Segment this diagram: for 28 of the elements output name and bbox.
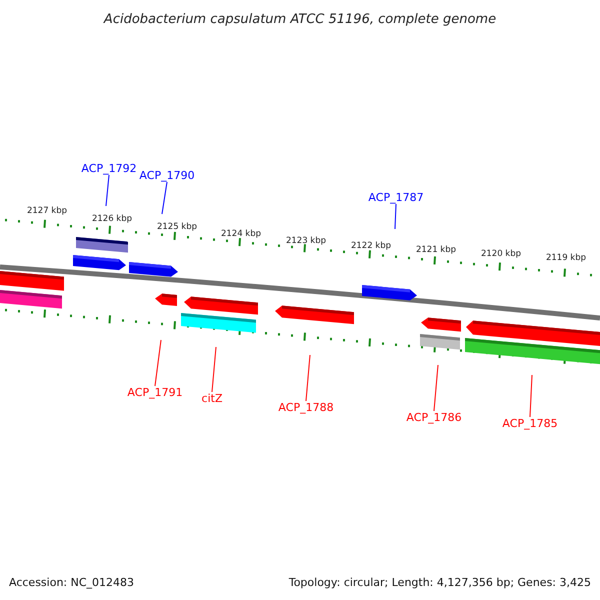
leader-line (530, 374, 532, 418)
leader-line (434, 364, 438, 412)
gene-label: ACP_1786 (406, 411, 462, 424)
leader-line (154, 340, 162, 386)
gene-label: citZ (202, 392, 222, 405)
gene-label: ACP_1785 (502, 417, 558, 430)
leader-line (394, 204, 396, 230)
leader-line (162, 182, 168, 214)
accession-text: Accession: NC_012483 (9, 575, 134, 591)
scale-label: 2122 kbp (350, 241, 392, 251)
scale-label: 2124 kbp (220, 229, 262, 239)
gene-label: ACP_1788 (278, 401, 334, 414)
gene-label: ACP_1792 (81, 162, 137, 175)
gene-label: ACP_1790 (139, 169, 195, 182)
gene-label: ACP_1787 (368, 191, 424, 204)
leader-line (306, 354, 310, 402)
scale-label: 2120 kbp (480, 249, 522, 259)
title: Acidobacterium capsulatum ATCC 51196, complete genome (104, 11, 496, 29)
scale-label: 2121 kbp (416, 245, 456, 255)
leader-line (212, 346, 216, 392)
scale-label: 2126 kbp (92, 214, 132, 224)
scale-label: 2127 kbp (26, 206, 68, 216)
scale-label: 2119 kbp (546, 253, 586, 263)
scale-label: 2125 kbp (156, 222, 198, 232)
gene-label: ACP_1791 (127, 386, 183, 399)
leader-line (106, 174, 110, 206)
scale-label: 2123 kbp (286, 236, 326, 246)
genome-info-text: Topology: circular; Length: 4,127,356 bp; Genes: 3,425 (288, 575, 591, 591)
